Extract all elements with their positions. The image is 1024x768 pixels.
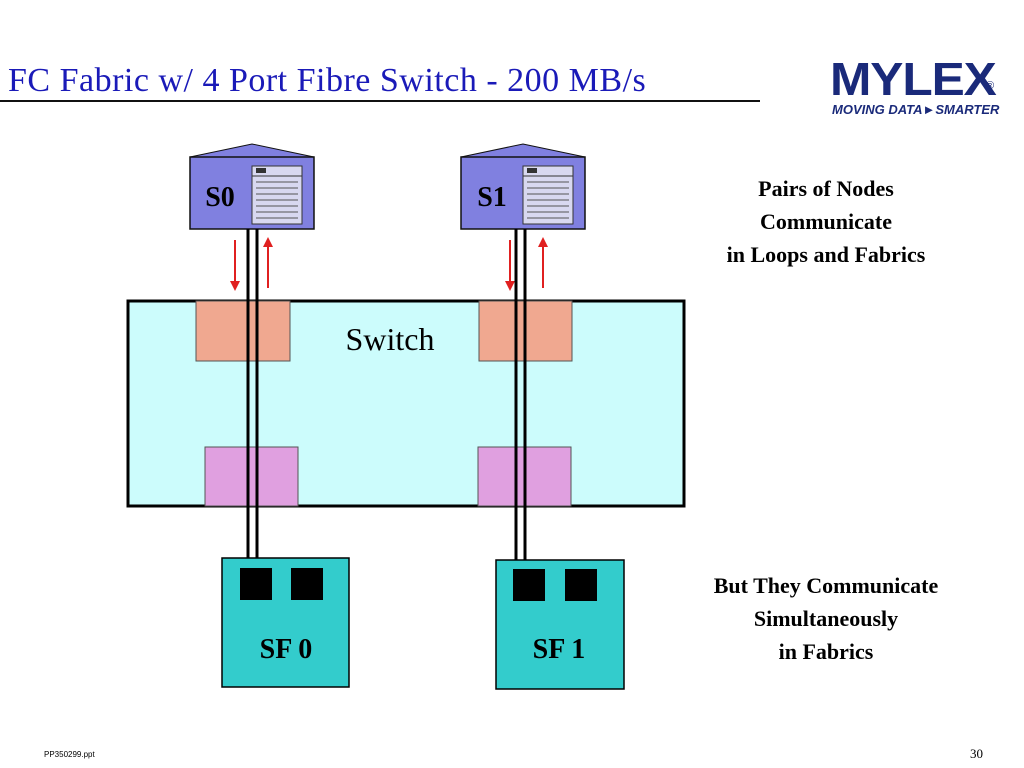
logo-tagline: MOVING DATA►SMARTER bbox=[832, 102, 1000, 117]
server-drive-bay-icon bbox=[522, 165, 574, 225]
storage-sf1: SF 1 bbox=[495, 559, 625, 690]
title-underline bbox=[0, 100, 760, 102]
server-s0: S0 bbox=[189, 143, 315, 230]
storage-sf0: SF 0 bbox=[221, 557, 350, 688]
footer-filename: PP350299.ppt bbox=[44, 750, 95, 759]
server-s0-label: S0 bbox=[205, 182, 235, 213]
note-top-line-1: Pairs of Nodes bbox=[758, 176, 894, 201]
note-top: Pairs of Nodes Communicate in Loops and … bbox=[690, 172, 962, 271]
storage-port-icon bbox=[565, 569, 597, 601]
note-top-line-2: Communicate bbox=[760, 209, 892, 234]
note-bottom-line-2: Simultaneously bbox=[753, 606, 899, 631]
storage-port-icon bbox=[513, 569, 545, 601]
note-bottom-line-1: But They Communicate bbox=[713, 573, 939, 598]
storage-port-icon bbox=[240, 568, 272, 600]
note-bottom-line-3: in Fabrics bbox=[778, 639, 874, 664]
fibre-link-s0-sf0 bbox=[246, 229, 259, 572]
page-number: 30 bbox=[970, 746, 983, 761]
logo-registered-mark: ® bbox=[986, 80, 995, 92]
slide-title: FC Fabric w/ 4 Port Fibre Switch - 200 M… bbox=[8, 62, 647, 99]
fibre-link-s1-sf1 bbox=[514, 229, 527, 572]
note-top-line-3: in Loops and Fabrics bbox=[726, 242, 926, 267]
server-s1-label: S1 bbox=[477, 182, 507, 213]
logo-wordmark: MYLEX bbox=[830, 53, 997, 105]
storage-port-icon bbox=[291, 568, 323, 600]
switch-port-upper-s0 bbox=[195, 300, 291, 362]
storage-sf1-label: SF 1 bbox=[533, 634, 586, 665]
server-s1: S1 bbox=[460, 143, 586, 230]
server-drive-bay-icon bbox=[251, 165, 303, 225]
switch-label: Switch bbox=[346, 321, 435, 357]
note-bottom: But They Communicate Simultaneously in F… bbox=[676, 569, 976, 668]
storage-sf0-label: SF 0 bbox=[260, 634, 313, 665]
mylex-logo: MYLEX ® MOVING DATA►SMARTER bbox=[830, 53, 1000, 122]
switch-port-lower-sf0 bbox=[204, 446, 299, 507]
